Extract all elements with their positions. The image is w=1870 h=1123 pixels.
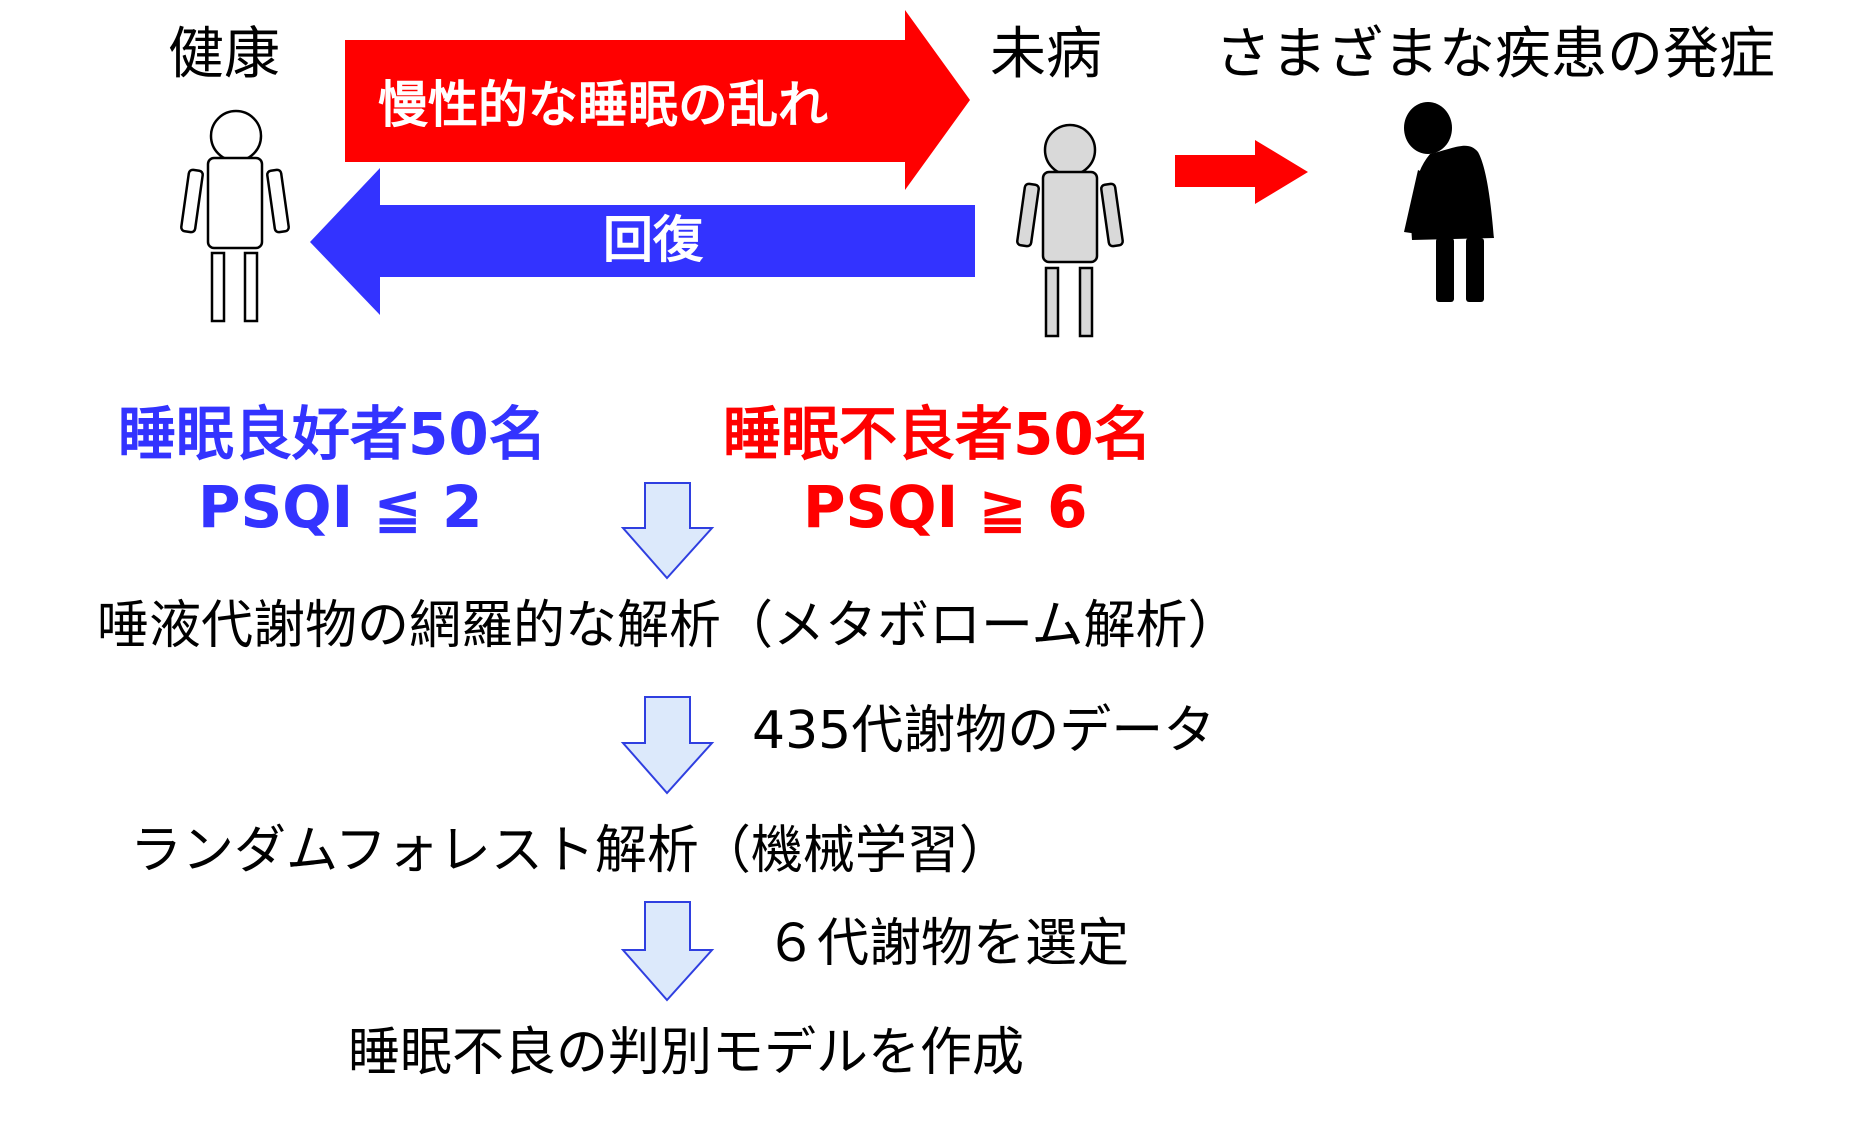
chronic-sleep-disruption-label: 慢性的な睡眠の乱れ [378,76,828,134]
disease-onset-label: さまざまな疾患の発症 [1215,22,1775,87]
flow-arrow-1 [620,482,715,580]
metabolite-selection-note: ６代謝物を選定 [765,914,1130,974]
healthy-person-icon [180,109,290,323]
flow-arrow-3 [620,901,715,1002]
onset-arrow [1175,140,1308,204]
good-psqi-criterion: PSQI ≦ 2 [198,473,483,541]
saliva-metabolome-analysis-step: 唾液代謝物の網羅的な解析（メタボローム解析） [97,596,1240,656]
classification-model-step: 睡眠不良の判別モデルを作成 [348,1023,1025,1083]
good-sleepers-label: 睡眠良好者50名 [118,400,547,468]
poor-psqi-criterion: PSQI ≧ 6 [803,473,1088,541]
poor-sleepers-label: 睡眠不良者50名 [723,400,1152,468]
pre-disease-person-icon [1016,123,1124,338]
random-forest-step: ランダムフォレスト解析（機械学習） [130,821,1011,881]
sick-person-icon [1404,102,1494,302]
healthy-label: 健康 [168,22,280,87]
flow-arrow-2 [620,696,715,795]
pre-disease-label: 未病 [990,22,1102,87]
recovery-arrow [310,168,975,315]
chronic-sleep-disruption-arrow [345,10,970,190]
metabolite-data-note: 435代謝物のデータ [752,701,1216,761]
recovery-label: 回復 [603,211,703,269]
